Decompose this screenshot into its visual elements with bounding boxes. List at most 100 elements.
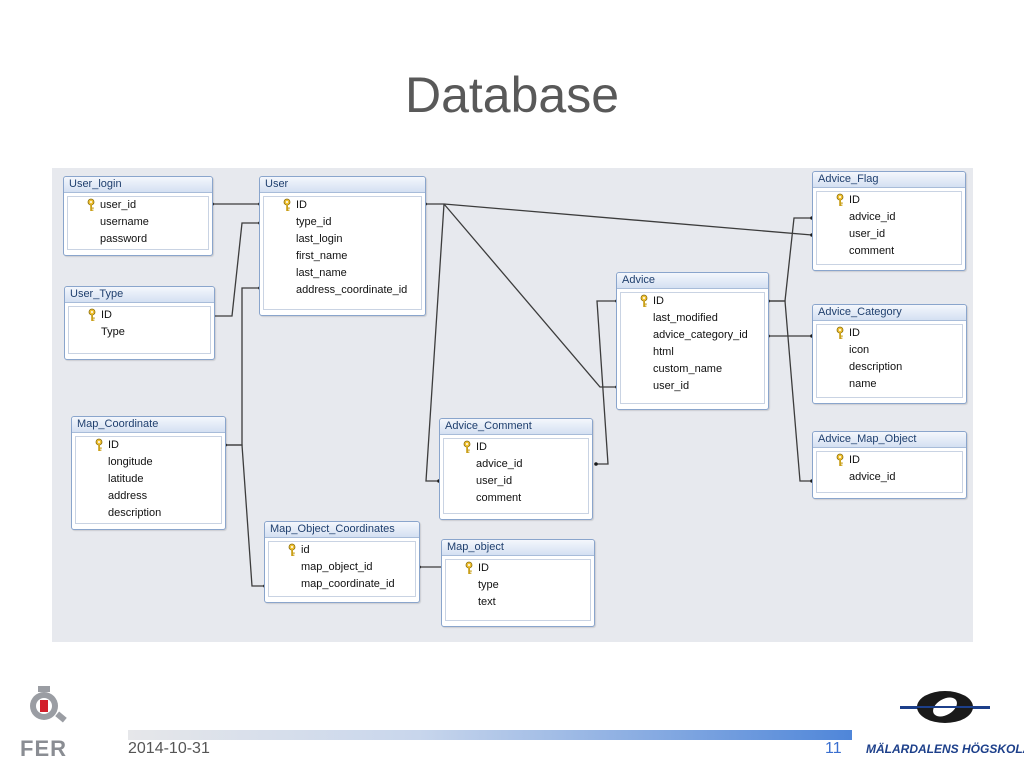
field-list: ID advice_id user_id comment <box>443 438 589 514</box>
table-advice-map-object[interactable]: Advice_Map_Object ID advice_id <box>812 431 967 499</box>
field-list: user_id username password <box>67 196 209 250</box>
field-row: advice_id <box>849 211 896 223</box>
field-row: type <box>478 579 499 591</box>
key-icon <box>95 438 103 452</box>
field-row: ID <box>264 197 421 214</box>
rel-advice-advicecomment <box>596 300 617 465</box>
field-row: last_modified <box>653 312 718 324</box>
table-title: Map_object <box>442 540 594 556</box>
field-row: map_coordinate_id <box>301 578 395 590</box>
field-list: id map_object_id map_coordinate_id <box>268 541 416 597</box>
field-row: ID <box>817 452 962 469</box>
key-icon <box>463 440 471 454</box>
field-row: text <box>478 596 496 608</box>
field-row: ID <box>69 307 210 324</box>
table-user-type[interactable]: User_Type ID Type <box>64 286 215 360</box>
rel-advice-adviceflag <box>768 217 812 302</box>
field-row: user_id <box>653 380 690 392</box>
rel-mapcoord-mapobjcoords <box>225 444 265 587</box>
field-list: ID advice_id <box>816 451 963 493</box>
page-number: 11 <box>825 740 842 757</box>
field-row: address_coordinate_id <box>296 284 408 296</box>
table-title: User <box>260 177 425 193</box>
field-row: comment <box>476 492 522 504</box>
key-icon <box>836 326 844 340</box>
field-list: ID last_modified advice_category_id html… <box>620 292 765 404</box>
field-row: ID <box>817 192 961 209</box>
rel-advice-advicemapobject <box>768 300 812 482</box>
field-row: comment <box>849 245 895 257</box>
rel-user-advicecomment <box>425 203 445 482</box>
field-row: user_id <box>68 197 208 214</box>
table-advice[interactable]: Advice ID last_modified advice_category_… <box>616 272 769 410</box>
field-row: user_id <box>476 475 513 487</box>
field-row: description <box>849 361 903 373</box>
field-row: address <box>108 490 148 502</box>
field-row: map_object_id <box>301 561 373 573</box>
table-map-object[interactable]: Map_object ID type text <box>441 539 595 627</box>
fer-logo <box>30 686 67 723</box>
mdh-logo-text: MÄLARDALENS HÖGSKOLA <box>866 742 1024 756</box>
footer-bar <box>128 730 852 740</box>
key-icon <box>88 308 96 322</box>
table-title: Map_Coordinate <box>72 417 225 433</box>
field-row: username <box>100 216 149 228</box>
table-user-login[interactable]: User_login user_id username password <box>63 176 213 256</box>
field-row: advice_category_id <box>653 329 748 341</box>
key-icon <box>640 294 648 308</box>
field-row: user_id <box>849 228 886 240</box>
field-row: advice_id <box>849 471 896 483</box>
table-title: Advice_Category <box>813 305 966 321</box>
field-row: ID <box>446 560 590 577</box>
table-title: Map_Object_Coordinates <box>265 522 419 538</box>
field-row: first_name <box>296 250 348 262</box>
table-title: Advice_Flag <box>813 172 965 188</box>
field-list: ID Type <box>68 306 211 354</box>
field-row: last_login <box>296 233 343 245</box>
field-row: Type <box>101 326 125 338</box>
field-row: id <box>269 542 415 559</box>
slide-title: Database <box>404 67 620 123</box>
table-advice-category[interactable]: Advice_Category ID icon description name <box>812 304 967 404</box>
table-advice-comment[interactable]: Advice_Comment ID advice_id user_id comm… <box>439 418 593 520</box>
field-row: icon <box>849 344 870 356</box>
mdh-logo <box>900 691 990 723</box>
table-title: Advice_Map_Object <box>813 432 966 448</box>
key-icon <box>283 198 291 212</box>
database-diagram: User_login user_id username password Use… <box>52 168 973 642</box>
field-row: name <box>849 378 877 390</box>
field-row: password <box>100 233 148 245</box>
key-icon <box>836 193 844 207</box>
field-row: ID <box>621 293 764 310</box>
field-row: advice_id <box>476 458 523 470</box>
rel-user-adviceflag <box>425 203 813 236</box>
footer-date: 2014-10-31 <box>128 740 210 757</box>
table-user[interactable]: User ID type_id last_login first_name la… <box>259 176 426 316</box>
rel-mapcoord-user <box>225 287 260 446</box>
field-row: last_name <box>296 267 347 279</box>
key-icon <box>836 453 844 467</box>
field-row: html <box>653 346 674 358</box>
table-map-coordinate[interactable]: Map_Coordinate ID longitude latitude add… <box>71 416 226 530</box>
field-row: description <box>108 507 162 519</box>
field-row: ID <box>444 439 588 456</box>
field-row: ID <box>817 325 962 342</box>
table-map-object-coordinates[interactable]: Map_Object_Coordinates id map_object_id … <box>264 521 420 603</box>
rel-usertype-user <box>213 222 260 317</box>
fer-logo-text: FER <box>20 736 67 761</box>
rel-user-advice <box>443 203 617 388</box>
field-row: ID <box>76 437 221 454</box>
table-title: User_Type <box>65 287 214 303</box>
key-icon <box>465 561 473 575</box>
key-icon <box>288 543 296 557</box>
table-advice-flag[interactable]: Advice_Flag ID advice_id user_id comment <box>812 171 966 271</box>
field-row: type_id <box>296 216 332 228</box>
field-row: latitude <box>108 473 144 485</box>
field-list: ID type text <box>445 559 591 621</box>
field-list: ID advice_id user_id comment <box>816 191 962 265</box>
field-row: custom_name <box>653 363 723 375</box>
key-icon <box>87 198 95 212</box>
table-title: User_login <box>64 177 212 193</box>
field-list: ID icon description name <box>816 324 963 398</box>
table-title: Advice_Comment <box>440 419 592 435</box>
